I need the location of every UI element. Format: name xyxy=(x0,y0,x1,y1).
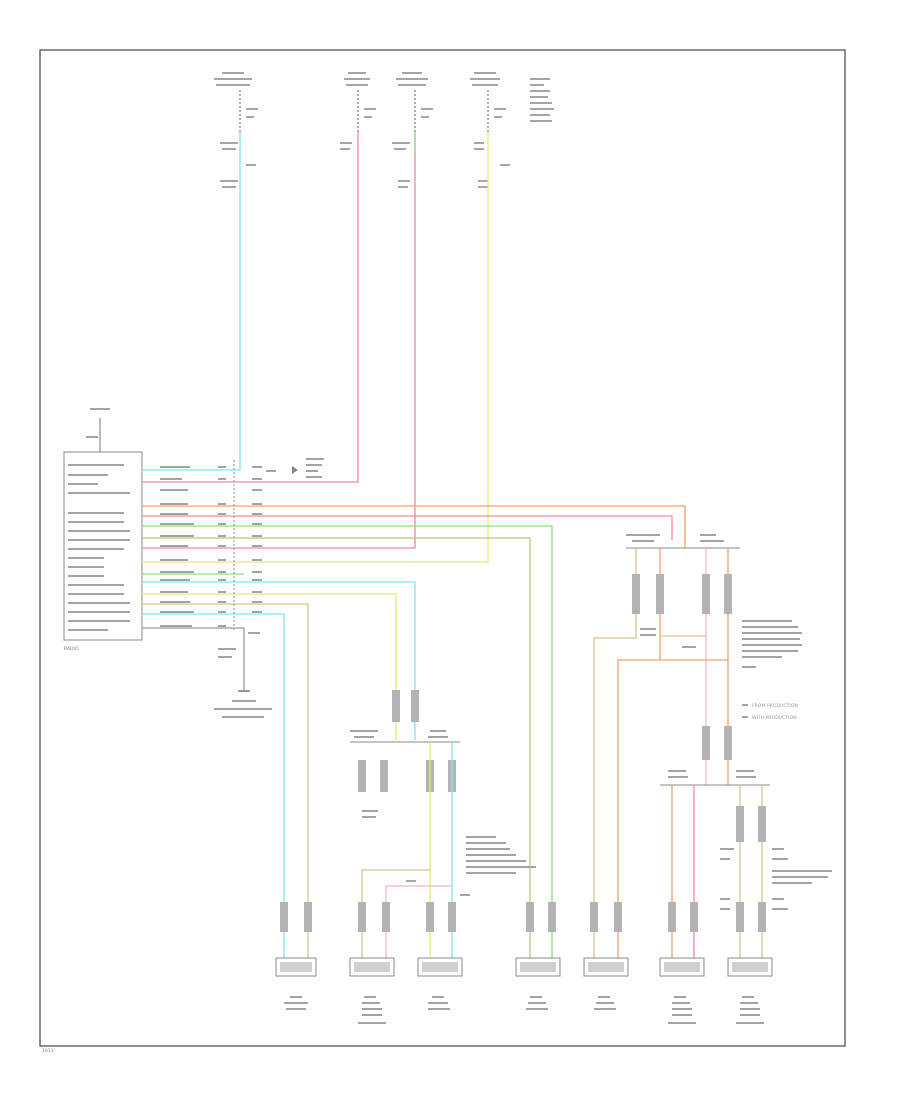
legend-item-1: FROM PRODUCTION xyxy=(752,703,798,709)
radio-pin-labels xyxy=(68,464,130,631)
speaker-group xyxy=(275,957,773,977)
connector-icon xyxy=(358,690,456,792)
legend-item-2: WITH PRODUCTION xyxy=(752,715,797,721)
connector-icon xyxy=(632,574,732,760)
wire-right-lower-group xyxy=(671,785,763,960)
diagram-frame xyxy=(39,49,846,1047)
wire-yellow-center xyxy=(142,593,397,740)
speaker-icon xyxy=(659,957,705,977)
wire-pink-feed xyxy=(142,132,359,483)
wire-cyan-left xyxy=(142,613,285,960)
fuse-icon xyxy=(239,90,489,132)
speaker-icon xyxy=(583,957,629,977)
wire-tan-right xyxy=(142,537,531,960)
speaker-label-group xyxy=(284,996,764,1024)
splice-note-labels xyxy=(720,848,832,910)
right-connector-labels xyxy=(626,534,724,542)
speaker-icon xyxy=(727,957,773,977)
center-note-labels xyxy=(362,810,536,896)
speaker-icon xyxy=(275,957,317,977)
legend: FROM PRODUCTION WITH PRODUCTION xyxy=(742,703,798,721)
ground-icon xyxy=(86,408,110,452)
speaker-icon xyxy=(349,957,395,977)
speaker-icon xyxy=(515,957,561,977)
wire-green-right xyxy=(142,525,553,960)
inline-fuse-icon xyxy=(292,466,298,474)
radio-module: RADIO xyxy=(63,451,143,652)
power-source-group xyxy=(214,72,554,122)
radio-label: RADIO xyxy=(64,646,79,652)
wire-label-group xyxy=(160,466,262,627)
wire-yellow-feed xyxy=(142,132,489,563)
connector-icon xyxy=(736,806,766,842)
corner-code: 1011 xyxy=(42,1048,54,1054)
wire-ground xyxy=(142,627,245,690)
center-connector-labels xyxy=(350,730,448,738)
wire-tan-left xyxy=(142,603,309,960)
right-lower-labels xyxy=(668,770,756,778)
wire-cyan-feed xyxy=(142,132,241,471)
connector-icon xyxy=(280,902,766,932)
wire-orange-right xyxy=(142,505,686,548)
wire-pink-feed-2 xyxy=(142,132,416,549)
ground-icon xyxy=(214,632,272,718)
wire-pink-right xyxy=(142,515,673,540)
center-wire-group xyxy=(361,742,453,960)
wire-group xyxy=(142,132,686,960)
wire-cyan-center xyxy=(142,581,416,740)
fuse-label-group xyxy=(220,108,510,188)
right-note-labels xyxy=(640,620,802,668)
speaker-icon xyxy=(417,957,463,977)
inline-fuse-label xyxy=(266,458,324,478)
